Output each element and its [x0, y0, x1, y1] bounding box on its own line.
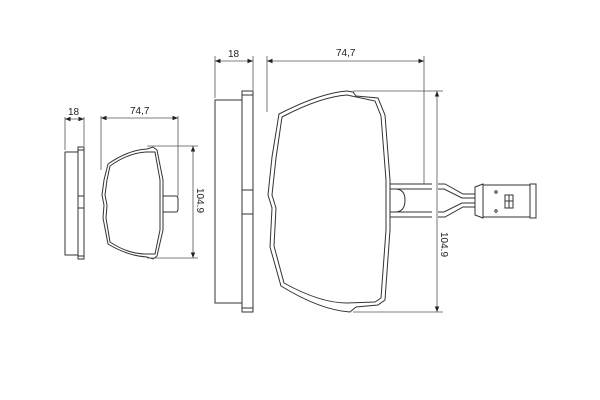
large-pad-height-label: 104.9 — [438, 232, 449, 257]
small-pad-thickness-label: 18 — [68, 107, 80, 118]
large-pad-width-label: 74,7 — [336, 48, 356, 59]
large-pad-front-view — [267, 90, 391, 313]
large-pad-thickness-label: 18 — [228, 49, 240, 60]
large-pad-dimensions — [214, 56, 443, 313]
small-pad-dimensions — [64, 115, 198, 259]
small-pad-height-label: 104.9 — [194, 188, 205, 213]
small-pad-side-view — [64, 146, 85, 260]
large-pad-side-view — [214, 90, 254, 313]
small-pad-width-label: 74,7 — [130, 106, 150, 117]
wear-sensor — [390, 183, 537, 219]
small-pad-front-view — [101, 146, 179, 260]
